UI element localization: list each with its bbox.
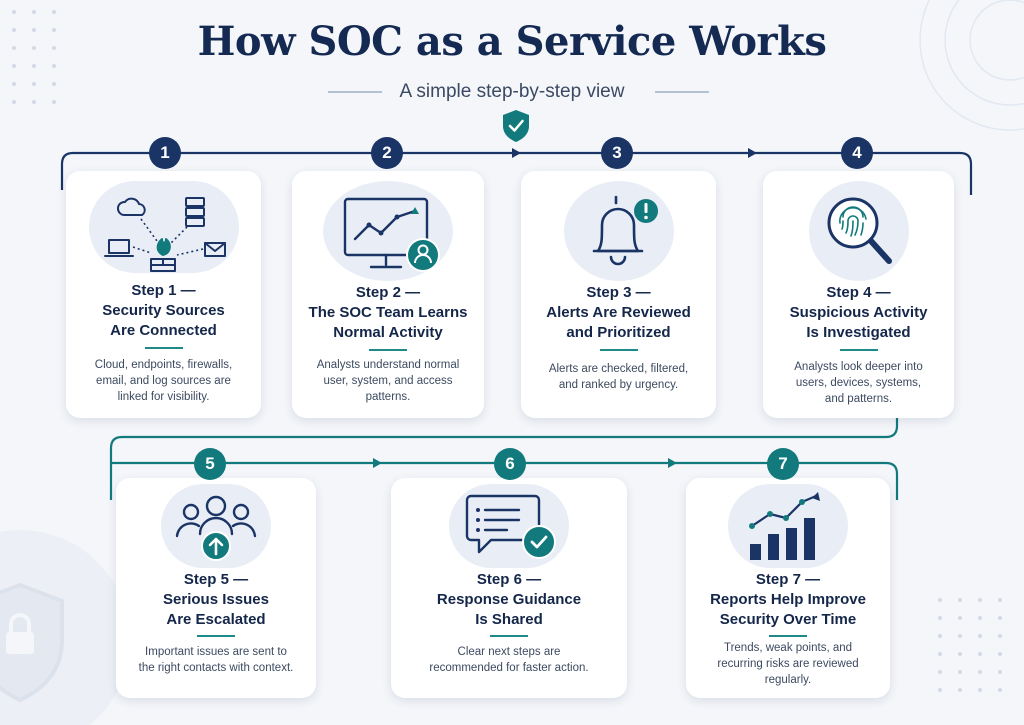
step-title: Step 2 — The SOC Team Learns Normal Acti… <box>308 284 468 341</box>
icon-circle <box>728 484 848 568</box>
step-number-badge-6: 6 <box>494 448 526 480</box>
step-number-badge-5: 5 <box>194 448 226 480</box>
dot-grid-decor <box>12 10 56 104</box>
connector-row-2 <box>109 410 899 500</box>
step-title: Step 6 — Response Guidance Is Shared <box>436 571 582 628</box>
icon-circle <box>88 181 239 273</box>
network-sources-icon <box>103 197 226 272</box>
step-number-badge-4: 4 <box>841 137 873 169</box>
step-divider <box>369 349 407 351</box>
page-subtitle: A simple step-by-step view <box>399 81 625 102</box>
monitor-analyst-icon <box>343 197 440 272</box>
step-title: Step 4 — Suspicious Activity Is Investig… <box>789 284 928 341</box>
step-description: Trends, weak points, and recurring risks… <box>717 642 859 686</box>
step-title: Step 1 — Security Sources Are Connected <box>102 282 225 339</box>
step-description: Clear next steps are recommended for fas… <box>429 646 589 674</box>
step-number-badge-1: 1 <box>149 137 181 169</box>
step-card-3: Step 3 — Alerts Are Reviewed and Priorit… <box>521 171 716 418</box>
step-divider <box>769 635 807 637</box>
icon-circle <box>449 484 569 568</box>
step-card-4: Step 4 — Suspicious Activity Is Investig… <box>763 171 954 418</box>
step-card-2: Step 2 — The SOC Team Learns Normal Acti… <box>292 171 484 418</box>
icon-circle <box>323 181 453 281</box>
step-title: Step 7 — Reports Help Improve Security O… <box>710 571 866 628</box>
step-card-5: Step 5 — Serious Issues Are Escalated Im… <box>116 478 316 698</box>
bar-chart-trend-icon <box>749 492 820 560</box>
step-description: Analysts understand normal user, system,… <box>316 359 460 403</box>
icon-circle <box>808 181 909 281</box>
page-title: How SOC as a Service Works <box>197 18 827 65</box>
step-number-badge-3: 3 <box>601 137 633 169</box>
step-description: Cloud, endpoints, firewalls, email, and … <box>94 359 233 403</box>
alert-bell-icon <box>592 195 658 266</box>
step-card-1: Step 1 — Security Sources Are Connected … <box>66 171 261 418</box>
step-divider <box>490 635 528 637</box>
step-description: Important issues are sent to the right c… <box>138 646 294 674</box>
step-card-6: Step 6 — Response Guidance Is Shared Cle… <box>391 478 627 698</box>
step-number-badge-2: 2 <box>371 137 403 169</box>
step-divider <box>599 349 638 351</box>
chat-check-icon <box>465 494 556 559</box>
icon-circle <box>161 484 271 568</box>
step-description: Alerts are checked, filtered, and ranked… <box>548 363 689 391</box>
step-number-badge-7: 7 <box>767 448 799 480</box>
step-title: Step 3 — Alerts Are Reviewed and Priorit… <box>546 284 691 341</box>
step-description: Analysts look deeper into users, devices… <box>794 361 923 405</box>
icon-circle <box>563 181 674 281</box>
connector-arrows-row-2 <box>373 458 677 468</box>
dot-grid-decor-2 <box>938 598 1002 692</box>
fingerprint-magnifier-icon <box>827 197 892 264</box>
shield-lock-decor-icon <box>0 530 130 725</box>
shield-check-icon <box>503 110 529 142</box>
ring-decor <box>919 0 1024 131</box>
step-divider <box>197 635 235 637</box>
team-escalate-icon <box>175 495 257 561</box>
step-card-7: Step 7 — Reports Help Improve Security O… <box>686 478 890 698</box>
step-title: Step 5 — Serious Issues Are Escalated <box>163 571 269 628</box>
connector-arrows-row-1 <box>512 148 757 158</box>
step-divider <box>839 349 878 351</box>
step-divider <box>144 347 183 349</box>
